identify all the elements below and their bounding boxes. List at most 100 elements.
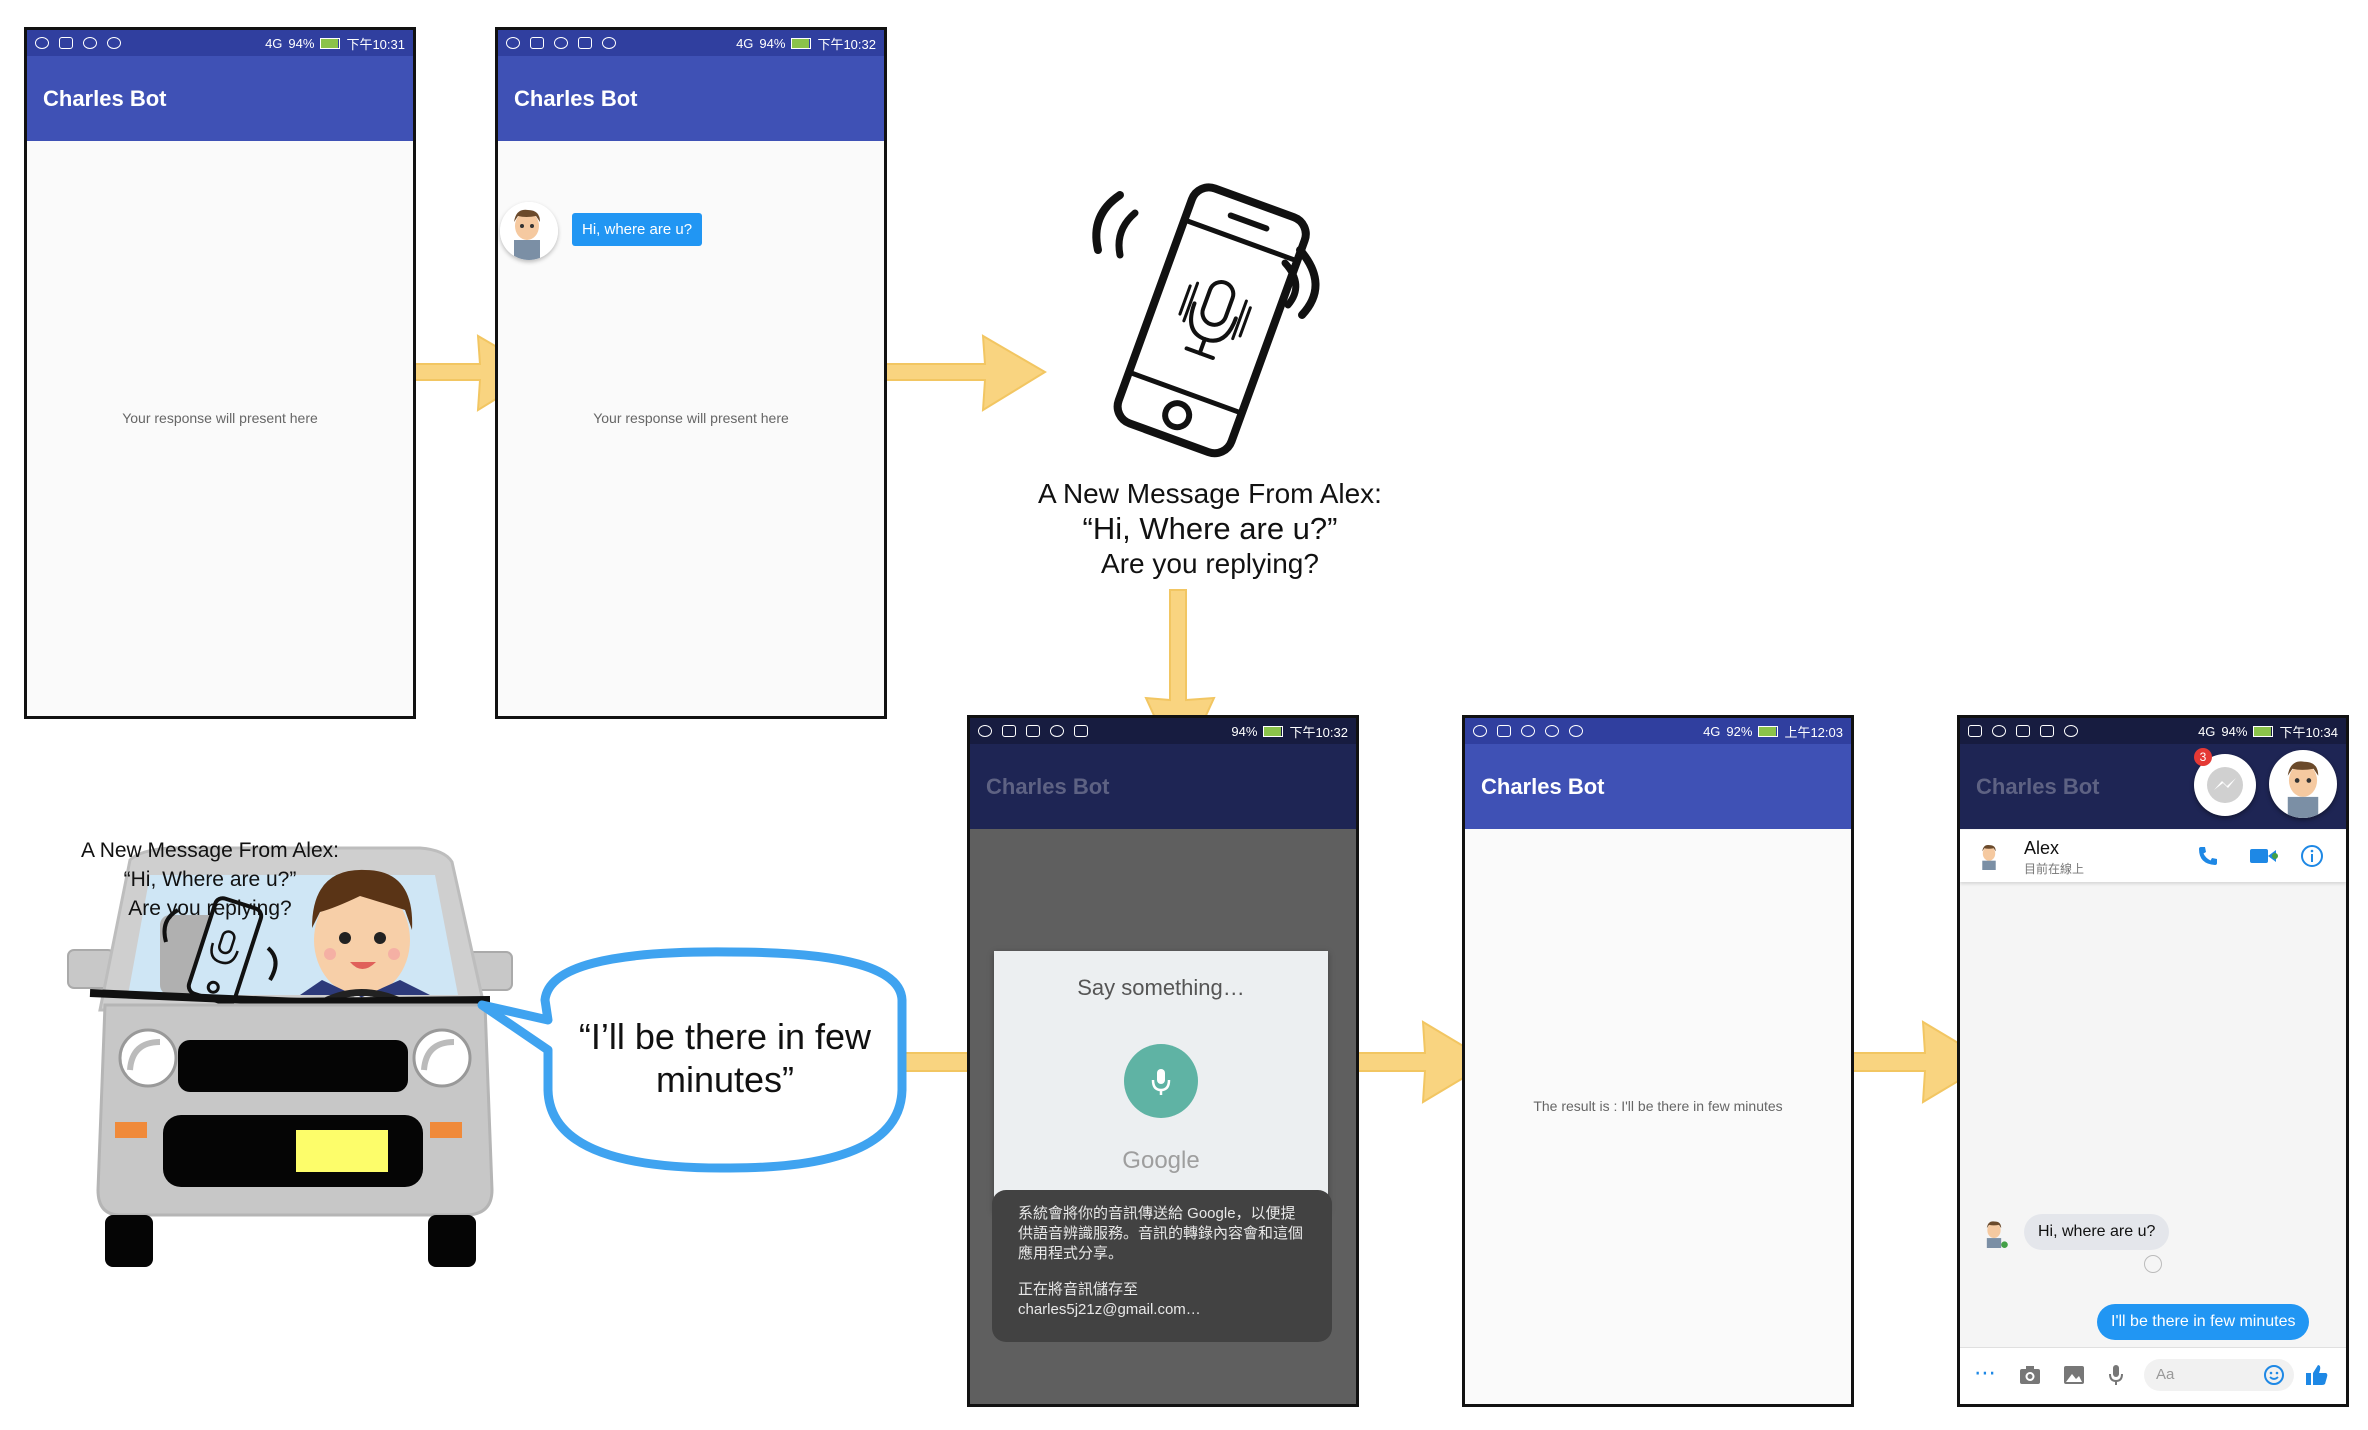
network-label: 4G — [2198, 723, 2216, 739]
phone-call-icon[interactable] — [2196, 844, 2220, 868]
notification-icon — [35, 37, 49, 49]
mail-icon — [59, 37, 73, 49]
caption-line-2: “Hi, Where are u?” — [123, 868, 297, 891]
facebook-icon — [2016, 725, 2030, 737]
mail-icon — [1497, 725, 1511, 737]
record-icon — [1521, 725, 1535, 737]
speech-line-2: minutes” — [655, 1059, 795, 1100]
caption-line-1: A New Message From Alex: — [1038, 478, 1382, 509]
cloud-icon — [602, 37, 616, 49]
cloud-icon — [2064, 725, 2078, 737]
voice-prompt: Say something… — [1077, 975, 1245, 1000]
battery-icon — [791, 37, 812, 49]
composer-bar: ⋯ Aa — [1960, 1347, 2346, 1404]
clock-label: 下午10:34 — [2279, 724, 2338, 740]
battery-icon — [1263, 725, 1284, 737]
response-placeholder: Your response will present here — [122, 410, 318, 426]
record-icon — [107, 37, 121, 49]
caption-line-2: “Hi, Where are u?” — [1082, 511, 1338, 546]
contact-status: 目前在線上 — [2024, 862, 2085, 876]
status-bar: 4G 94% 下午10:34 — [1960, 718, 2346, 744]
video-call-icon[interactable] — [2248, 844, 2278, 868]
cloud-icon — [83, 37, 97, 49]
battery-label: 94% — [759, 35, 786, 51]
mic-icon[interactable] — [2106, 1363, 2126, 1387]
car-illustration — [67, 846, 513, 1267]
info-icon[interactable] — [2300, 844, 2324, 868]
emoji-icon[interactable] — [2263, 1364, 2285, 1386]
phone-caption: A New Message From Alex: “Hi, Where are … — [1000, 476, 1420, 581]
caption-line-3: Are you replying? — [1101, 548, 1319, 579]
speech-bubble — [477, 947, 907, 1173]
status-bar: 4G 94% 下午10:32 — [498, 30, 884, 56]
outgoing-message: I'll be there in few minutes — [2097, 1304, 2310, 1340]
network-label: 4G — [265, 35, 283, 51]
cloud-icon — [1545, 725, 1559, 737]
arrow-2 — [879, 334, 1047, 412]
message-input[interactable]: Aa — [2144, 1359, 2294, 1391]
incoming-message: Hi, where are u? — [2024, 1214, 2170, 1250]
clock-label: 下午10:32 — [817, 36, 876, 52]
privacy-notice: 系統會將你的音訊傳送給 Google，以便提供語音辨識服務。音訊的轉錄內容會和這… — [992, 1190, 1332, 1342]
messenger-status-icon — [1569, 725, 1583, 737]
battery-label: 94% — [2221, 723, 2248, 739]
battery-label: 94% — [1231, 723, 1258, 739]
contact-avatar — [1982, 845, 1996, 870]
mail-icon — [1968, 725, 1982, 737]
car-caption: A New Message From Alex: “Hi, Where are … — [50, 836, 370, 923]
messenger-icon — [2207, 767, 2243, 803]
saving-text: 正在將音訊儲存至 — [1018, 1281, 1139, 1298]
camera-icon[interactable] — [2018, 1364, 2042, 1386]
notification-icon — [1050, 725, 1064, 737]
more-icon[interactable]: ⋯ — [1974, 1360, 1996, 1385]
voice-dialog: Say something… Google — [994, 951, 1328, 1211]
clock-label: 下午10:31 — [346, 36, 405, 52]
messenger-status-icon — [506, 37, 520, 49]
mic-icon — [1151, 1069, 1171, 1095]
thumbs-up-icon[interactable] — [2304, 1362, 2330, 1388]
avatar — [2287, 761, 2319, 818]
notice-text: 系統會將你的音訊傳送給 Google，以便提供語音辨識服務。音訊的轉錄內容會和這… — [1018, 1205, 1304, 1262]
image-icon[interactable] — [2062, 1364, 2086, 1386]
messenger-status-icon — [978, 725, 992, 737]
mail-icon — [530, 37, 544, 49]
network-label: 4G — [1703, 723, 1721, 739]
account-text: charles5j21z@gmail.com… — [1018, 1301, 1201, 1318]
composer-placeholder: Aa — [2156, 1366, 2175, 1383]
contact-name: Alex — [2024, 838, 2060, 858]
mail-icon — [1002, 725, 1016, 737]
speech-text: “I’ll be there in few minutes” — [560, 1015, 890, 1101]
notification-icon — [1992, 725, 2006, 737]
app-title: Charles Bot — [970, 744, 1356, 829]
result-text: The result is : I'll be there in few min… — [1533, 1098, 1783, 1114]
notification-icon — [1473, 725, 1487, 737]
conversation-header: Alex 目前在線上 — [1960, 830, 2346, 882]
mic-button[interactable] — [1124, 1044, 1198, 1118]
avatar — [500, 202, 558, 260]
image-status-icon — [578, 37, 592, 49]
screen-voice-input: 94%下午10:32 Charles Bot Say something… Go… — [967, 715, 1359, 1407]
google-logo: Google — [1122, 1147, 1200, 1174]
react-emoji-icon[interactable] — [2144, 1255, 2162, 1273]
image-status-icon — [2040, 725, 2054, 737]
notification-icon — [554, 37, 568, 49]
image-status-icon — [1074, 725, 1088, 737]
incoming-bubble: Hi, where are u? — [572, 213, 703, 246]
network-label: 4G — [736, 35, 754, 51]
battery-icon — [320, 37, 341, 49]
response-placeholder: Your response will present here — [593, 410, 789, 426]
sender-avatar — [1986, 1221, 2008, 1248]
app-title: Charles Bot — [1465, 744, 1851, 829]
contact-chat-head[interactable] — [2269, 750, 2337, 818]
clock-label: 上午12:03 — [1784, 724, 1843, 740]
caption-line-3: Are you replying? — [128, 897, 292, 920]
caption-line-1: A New Message From Alex: — [81, 839, 339, 862]
status-bar: 94%下午10:32 — [970, 718, 1356, 744]
ringing-phone-illustration — [1092, 183, 1320, 458]
battery-icon — [1758, 725, 1779, 737]
